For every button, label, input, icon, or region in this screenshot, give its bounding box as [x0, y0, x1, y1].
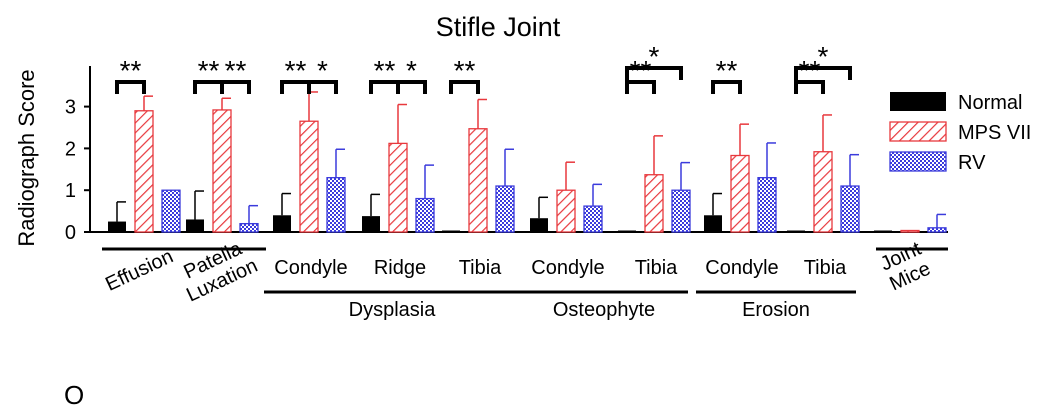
bar	[495, 185, 515, 233]
legend-label: Normal	[958, 92, 1022, 114]
significance-bracket	[711, 80, 742, 94]
significance-label: *	[406, 55, 417, 86]
x-tick-label: Tibia	[635, 257, 678, 279]
bar	[813, 151, 833, 233]
x-tick-label: Condyle	[274, 257, 347, 279]
legend-swatch	[890, 92, 946, 111]
significance-label: **	[120, 55, 142, 86]
x-tick-label: Effusion	[102, 245, 176, 295]
x-tick-label-line: Effusion	[102, 245, 176, 295]
significance-bracket	[307, 80, 338, 94]
bar	[468, 128, 488, 233]
bar	[730, 154, 750, 233]
bar	[787, 230, 805, 232]
bar	[556, 189, 576, 233]
bar	[757, 177, 777, 233]
significance-label: *	[649, 41, 660, 72]
y-tick-label: 0	[65, 222, 76, 244]
x-tick-label: Condyle	[531, 257, 604, 279]
significance-label: **	[630, 55, 652, 86]
bar	[900, 229, 920, 233]
legend-label: RV	[958, 152, 986, 174]
legend-label: MPS VII	[958, 122, 1031, 144]
bar	[326, 177, 346, 233]
significance-bracket	[625, 66, 683, 80]
x-tick-label: Ridge	[374, 257, 426, 279]
significance-bracket	[220, 80, 251, 94]
panel-letter: O	[64, 380, 85, 410]
y-tick-label: 3	[65, 97, 76, 119]
significance-label: **	[799, 55, 821, 86]
y-axis-label: Radiograph Score	[14, 69, 39, 246]
bar	[583, 205, 603, 233]
bar	[704, 215, 722, 232]
bar	[186, 219, 204, 232]
bar	[671, 189, 691, 233]
y-tick-label: 1	[65, 180, 76, 202]
significance-bracket	[794, 66, 852, 80]
bar	[134, 110, 154, 233]
significance-bracket	[625, 80, 656, 94]
significance-label: **	[285, 55, 307, 86]
bar	[840, 185, 860, 233]
significance-bracket	[396, 80, 427, 94]
bar	[108, 221, 126, 232]
bar	[874, 230, 892, 232]
x-tick-label: JointMice	[877, 238, 934, 296]
legend-swatch	[889, 121, 947, 142]
legend-swatch	[889, 151, 947, 172]
significance-bracket	[794, 80, 825, 94]
significance-label: **	[716, 55, 738, 86]
bar	[212, 109, 232, 233]
x-tick-label: PatellaLuxation	[174, 235, 261, 307]
group-label: Osteophyte	[553, 299, 655, 321]
bar	[644, 174, 664, 233]
x-tick-label: Condyle	[705, 257, 778, 279]
bar	[161, 189, 181, 233]
significance-label: **	[198, 55, 220, 86]
y-tick-label: 2	[65, 138, 76, 160]
bar	[239, 222, 259, 233]
chart-title: Stifle Joint	[436, 12, 561, 42]
x-tick-label: Tibia	[804, 257, 847, 279]
significance-label: **	[225, 55, 247, 86]
bar	[415, 197, 435, 233]
bar	[442, 230, 460, 232]
significance-bracket	[115, 80, 146, 94]
bar	[530, 218, 548, 232]
significance-label: **	[374, 55, 396, 86]
group-label: Erosion	[742, 299, 810, 321]
bar	[273, 215, 291, 232]
group-label: Dysplasia	[349, 299, 437, 321]
bar	[927, 227, 947, 233]
bar	[299, 120, 319, 233]
bar	[362, 216, 380, 232]
x-tick-label: Tibia	[459, 257, 502, 279]
bar	[618, 230, 636, 232]
significance-label: **	[454, 55, 476, 86]
bar	[388, 142, 408, 233]
significance-bracket	[449, 80, 480, 94]
significance-label: *	[317, 55, 328, 86]
significance-label: *	[818, 41, 829, 72]
